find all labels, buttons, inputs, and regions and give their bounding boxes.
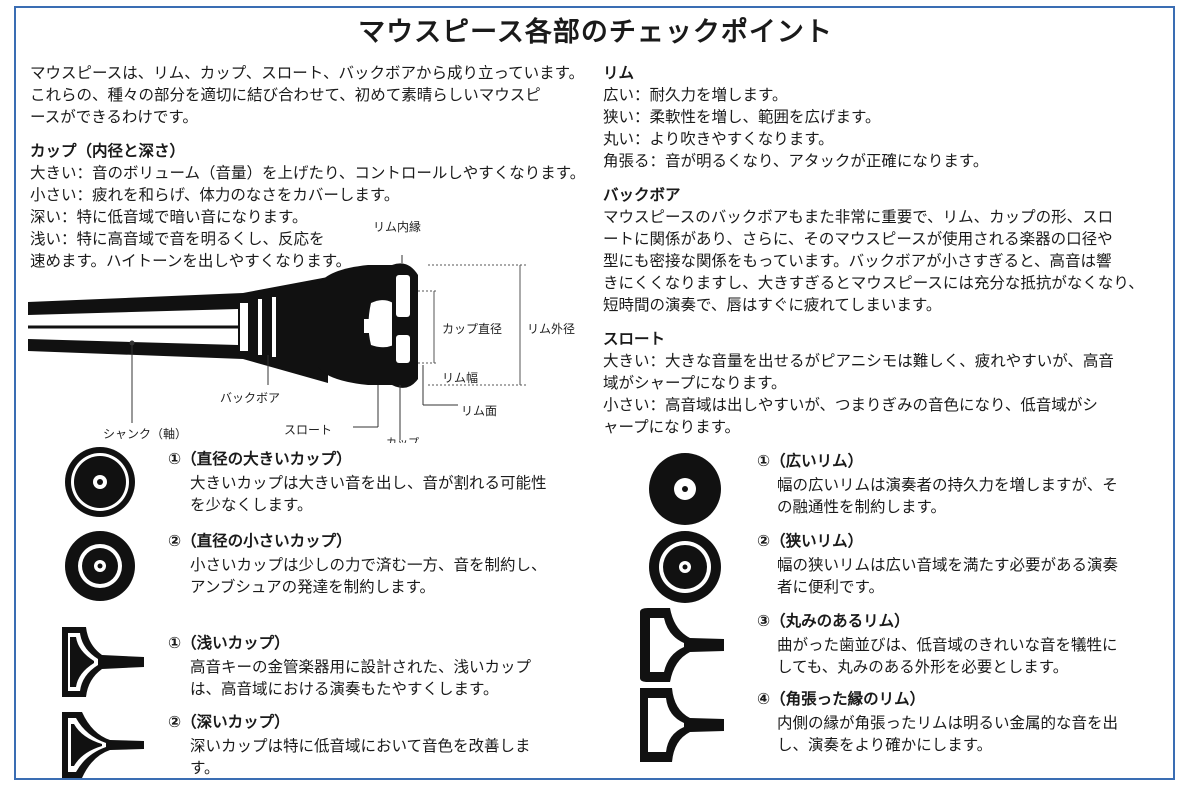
left-item-line: を少なくします。 [190, 496, 313, 514]
backbore-heading: バックボア [603, 186, 681, 204]
right-item-line: 者に便利です。 [777, 578, 884, 596]
label-rim-face: リム面 [461, 404, 498, 418]
small-cup-diameter-icon [65, 531, 135, 601]
label-shank: シャンク（軸） [103, 427, 188, 441]
throat-line: 小さい：高音域は出しやすいが、つまりぎみの音色になり、低音域がシ [603, 396, 1098, 414]
deep-cup-profile-icon [62, 712, 144, 778]
left-item-title: ②（深いカップ） [168, 713, 290, 731]
left-item-line: は、高音域における演奏もたやすくします。 [190, 680, 499, 698]
rim-heading: リム [603, 64, 635, 82]
rim-line: 角張る：音が明るくなり、アタックが正確になります。 [603, 152, 989, 170]
page-title: マウスピース各部のチェックポイント [358, 17, 833, 48]
label-rim-inner-edge: リム内縁 [373, 220, 422, 234]
cup-line: 深い：特に低音域で暗い音になります。 [30, 208, 308, 226]
throat-line: 域がシャープになります。 [603, 374, 787, 392]
label-cup-diameter: カップ直径 [442, 322, 503, 336]
label-backbore: バックボア [220, 391, 281, 405]
cup-line: 浅い：特に高音域で音を明るくし、反応を [30, 230, 325, 248]
throat-line: 大きい：大きな音量を出せるがピアニシモは難しく、疲れやすいが、高音 [603, 352, 1114, 370]
left-item-line: 小さいカップは少しの力で済む一方、音を制約し、 [190, 556, 547, 574]
right-item-line: しても、丸みのある外形を必要とします。 [777, 658, 1069, 676]
backbore-line: マウスピースのバックボアもまた非常に重要で、リム、カップの形、スロ [603, 208, 1114, 226]
left-item-line: 高音キーの金管楽器用に設計された、浅いカップ [190, 658, 532, 676]
right-item-line: し、演奏をより確かにします。 [777, 736, 993, 754]
shallow-cup-profile-icon [62, 627, 144, 697]
label-cup: カップ [386, 436, 419, 443]
intro-line: これらの、種々の部分を適切に結び合わせて、初めて素晴らしいマウスピ [30, 86, 541, 104]
right-item-title: ②（狭いリム） [757, 532, 864, 550]
wide-rim-icon [649, 453, 721, 525]
rim-line: 狭い：柔軟性を増し、範囲を広げます。 [603, 108, 881, 126]
right-item-line: 幅の広いリムは演奏者の持久力を増しますが、そ [777, 476, 1118, 494]
cup-line: 小さい：疲れを和らげ、体力のなさをカバーします。 [30, 186, 400, 204]
backbore-line: 短時間の演奏で、唇はすぐに疲れてしまいます。 [603, 296, 942, 314]
right-item-title: ④（角張った縁のリム） [757, 690, 926, 708]
right-item-title: ①（広いリム） [757, 452, 864, 470]
right-item-line: 幅の狭いリムは広い音域を満たす必要がある演奏 [777, 556, 1119, 574]
throat-line: ャープになります。 [603, 418, 741, 436]
right-item-line: の融通性を制約します。 [777, 498, 946, 516]
left-item-title: ①（浅いカップ） [168, 634, 290, 652]
mouthpiece-cross-section-diagram [28, 255, 528, 440]
cup-line: 大きい：音のボリューム（音量）を上げたり、コントロールしやすくなります。 [30, 164, 586, 182]
left-item-line: 深いカップは特に低音域において音色を改善しま [190, 737, 531, 755]
left-item-title: ①（直径の大きいカップ） [168, 450, 352, 468]
sharp-rim-profile-icon [640, 688, 724, 762]
right-item-title: ③（丸みのあるリム） [757, 612, 910, 630]
right-item-line: 曲がった歯並びは、低音域のきれいな音を犠牲に [777, 636, 1118, 654]
label-rim-outer-diameter: リム外径 [527, 322, 576, 336]
left-item-line: す。 [190, 759, 220, 777]
cup-line: 速めます。ハイトーンを出しやすくなります。 [30, 252, 352, 270]
right-item-line: 内側の縁が角張ったリムは明るい金属的な音を出 [777, 714, 1119, 732]
page-frame [14, 6, 1175, 780]
rounded-rim-profile-icon [640, 608, 724, 682]
backbore-line: ートに関係があり、さらに、そのマウスピースが使用される楽器の口径や [603, 230, 1113, 248]
rim-line: 広い：耐久力を増します。 [603, 86, 788, 104]
intro-line: ースができるわけです。 [30, 108, 198, 126]
large-cup-diameter-icon [65, 447, 135, 517]
left-item-line: アンブシュアの発達を制約します。 [190, 578, 436, 596]
backbore-line: きにくくなりますし、大きすぎるとマウスピースには充分な抵抗がなくなり、 [603, 274, 1144, 292]
label-throat: スロート [284, 423, 333, 437]
rim-line: 丸い：より吹きやすくなります。 [603, 130, 834, 148]
backbore-line: 型にも密接な関係をもっています。バックボアが小さすぎると、高音は響 [603, 252, 1112, 270]
narrow-rim-icon [649, 531, 721, 603]
left-item-line: 大きいカップは大きい音を出し、音が割れる可能性 [190, 474, 547, 492]
intro-line: マウスピースは、リム、カップ、スロート、バックボアから成り立っています。 [30, 64, 585, 82]
left-item-title: ②（直径の小さいカップ） [168, 532, 352, 550]
cup-heading: カップ（内径と深さ） [30, 142, 186, 160]
throat-heading: スロート [603, 330, 666, 348]
label-rim-width: リム幅 [442, 371, 479, 385]
